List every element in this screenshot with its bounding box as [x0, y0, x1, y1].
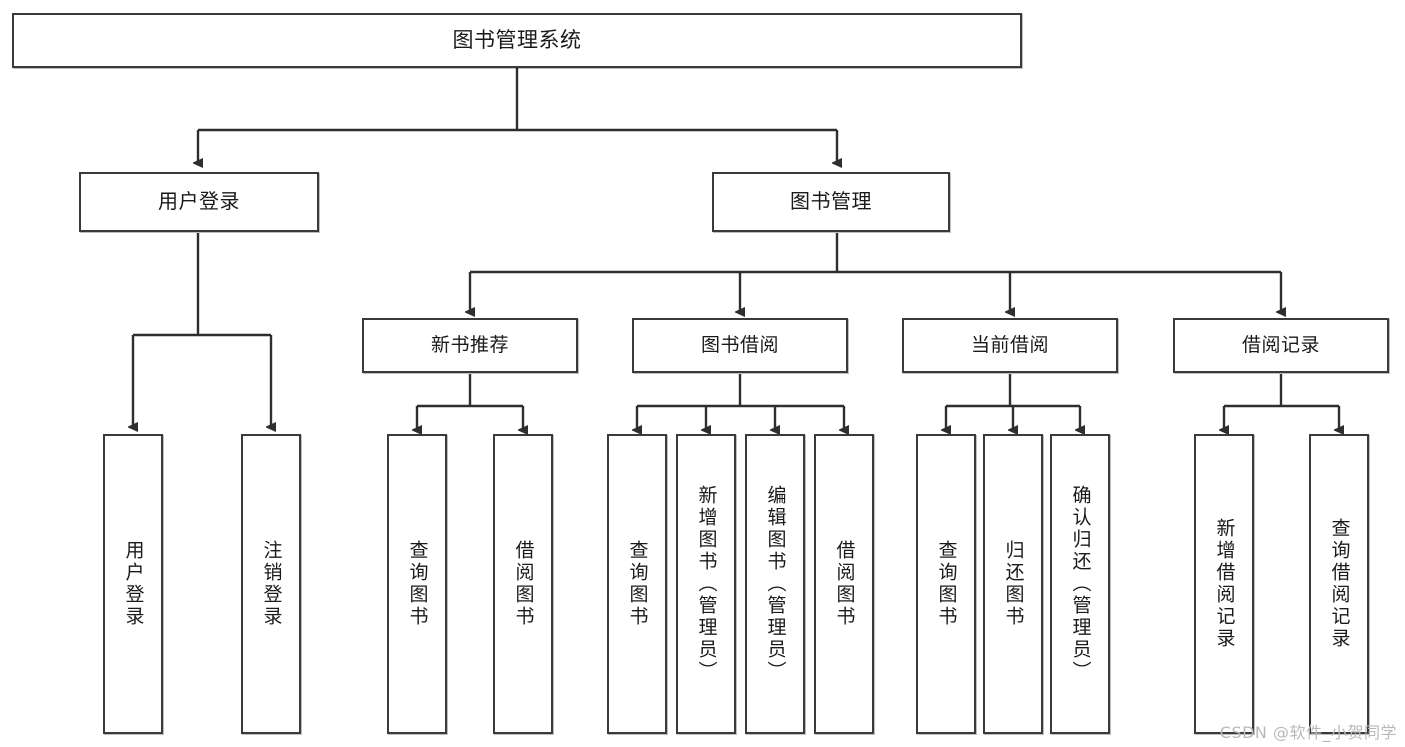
node-label: 注销登录 — [260, 540, 283, 628]
leaf-borrow-records-add-record[interactable]: 新增借阅记录 — [1194, 434, 1254, 734]
node-label: 新增图书（管理员） — [695, 485, 718, 683]
node-user-login[interactable]: 用户登录 — [79, 172, 319, 232]
node-label: 借阅图书 — [833, 540, 856, 628]
node-label: 当前借阅 — [970, 334, 1049, 357]
node-label: 查询借阅记录 — [1328, 518, 1351, 650]
node-label: 查询图书 — [626, 540, 649, 628]
leaf-current-borrow-query-book[interactable]: 查询图书 — [916, 434, 976, 734]
node-borrow-records[interactable]: 借阅记录 — [1173, 318, 1389, 373]
node-label: 新增借阅记录 — [1213, 518, 1236, 650]
node-label: 借阅图书 — [512, 540, 535, 628]
node-label: 查询图书 — [935, 540, 958, 628]
watermark-text: CSDN @软件_小贺同学 — [1219, 723, 1397, 742]
node-label: 用户登录 — [122, 540, 145, 628]
node-label: 图书管理系统 — [452, 28, 582, 53]
node-label: 用户登录 — [158, 189, 240, 214]
leaf-book-borrow-borrow-book[interactable]: 借阅图书 — [814, 434, 874, 734]
leaf-book-borrow-add-book[interactable]: 新增图书（管理员） — [676, 434, 736, 734]
leaf-current-borrow-return-book[interactable]: 归还图书 — [983, 434, 1043, 734]
leaf-book-borrow-query-book[interactable]: 查询图书 — [607, 434, 667, 734]
leaf-book-borrow-edit-book[interactable]: 编辑图书（管理员） — [745, 434, 805, 734]
leaf-current-borrow-confirm-return[interactable]: 确认归还（管理员） — [1050, 434, 1110, 734]
node-label: 借阅记录 — [1241, 334, 1320, 357]
node-new-book-recommend[interactable]: 新书推荐 — [362, 318, 578, 373]
node-label: 确认归还（管理员） — [1069, 485, 1092, 683]
node-label: 归还图书 — [1002, 540, 1025, 628]
node-label: 查询图书 — [406, 540, 429, 628]
leaf-user-login-login[interactable]: 用户登录 — [103, 434, 163, 734]
leaf-new-book-borrow-book[interactable]: 借阅图书 — [493, 434, 553, 734]
node-label: 新书推荐 — [430, 334, 509, 357]
node-root-system[interactable]: 图书管理系统 — [12, 13, 1022, 68]
node-label: 编辑图书（管理员） — [764, 485, 787, 683]
node-current-borrow[interactable]: 当前借阅 — [902, 318, 1118, 373]
leaf-user-login-logout[interactable]: 注销登录 — [241, 434, 301, 734]
leaf-borrow-records-query-record[interactable]: 查询借阅记录 — [1309, 434, 1369, 734]
node-book-borrow[interactable]: 图书借阅 — [632, 318, 848, 373]
node-label: 图书管理 — [790, 189, 872, 214]
node-label: 图书借阅 — [700, 334, 779, 357]
leaf-new-book-query-book[interactable]: 查询图书 — [387, 434, 447, 734]
node-book-management[interactable]: 图书管理 — [712, 172, 950, 232]
